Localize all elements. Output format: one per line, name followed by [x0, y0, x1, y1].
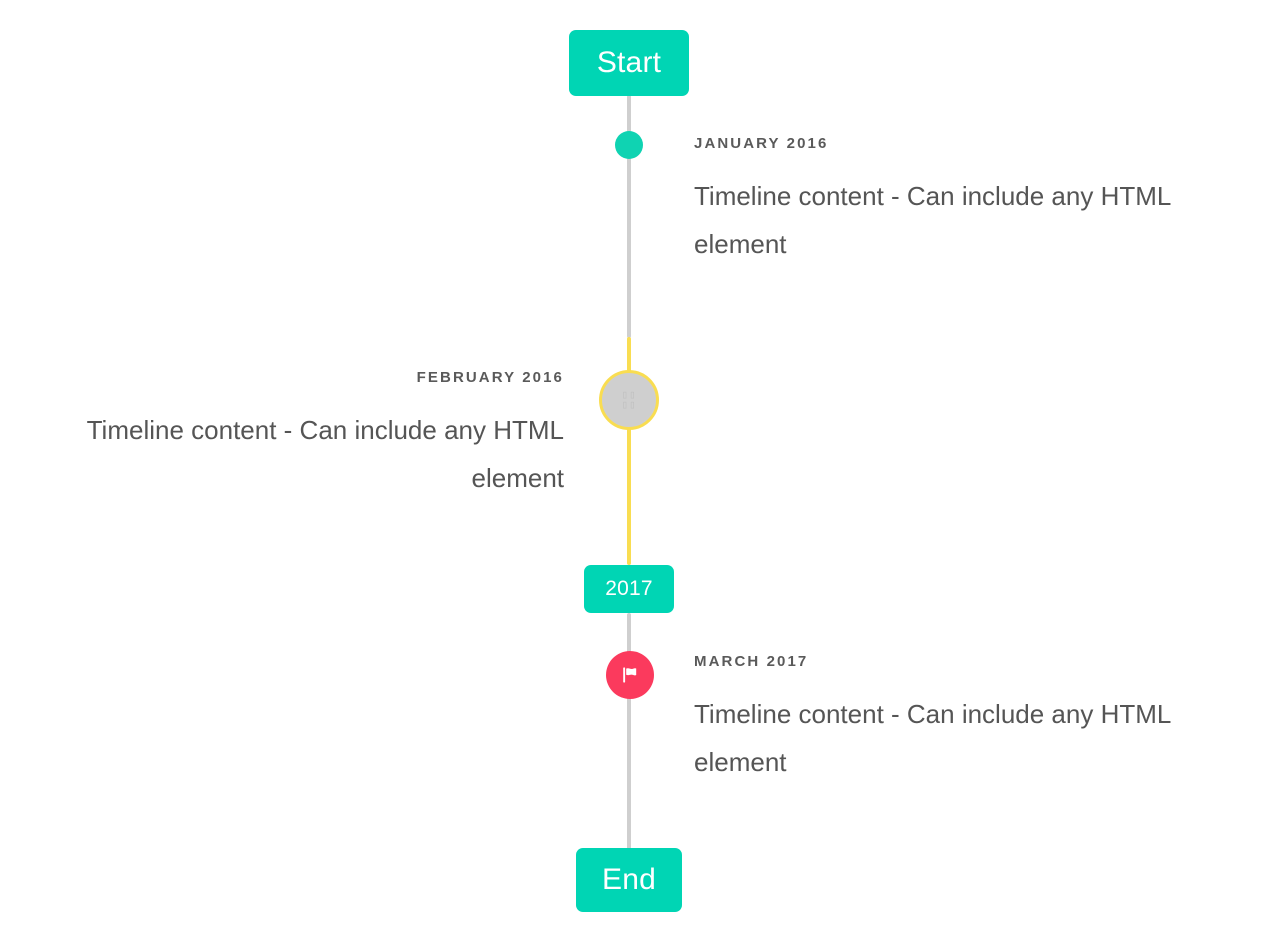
timeline-year-label: 2017 — [605, 577, 653, 600]
timeline-axis-segment-bottom — [627, 613, 631, 851]
timeline-start-label: Start — [596, 46, 662, 79]
entry-body: Timeline content - Can include any HTML … — [86, 415, 564, 493]
entry-body: Timeline content - Can include any HTML … — [694, 181, 1171, 259]
timeline-entry-march-2017: MARCH 2017 Timeline content - Can includ… — [694, 652, 1234, 786]
timeline-start-badge[interactable]: Start — [569, 30, 689, 96]
flag-icon — [619, 664, 641, 686]
timeline-marker-january-2016[interactable] — [615, 131, 643, 159]
entry-body: Timeline content - Can include any HTML … — [694, 699, 1171, 777]
timeline-entry-january-2016: JANUARY 2016 Timeline content - Can incl… — [694, 134, 1234, 268]
missing-glyph-icon: ▯▯ ▯▯ — [621, 388, 637, 411]
entry-label: JANUARY 2016 — [694, 135, 829, 152]
entry-label: FEBRUARY 2016 — [416, 369, 564, 386]
timeline-marker-march-2017[interactable] — [606, 651, 654, 699]
timeline-axis-segment-highlight — [627, 337, 631, 565]
timeline-year-badge[interactable]: 2017 — [584, 565, 674, 613]
timeline-axis-segment-top — [627, 95, 631, 338]
timeline-marker-february-2016[interactable]: ▯▯ ▯▯ — [599, 370, 659, 430]
entry-label: MARCH 2017 — [694, 653, 809, 670]
timeline-end-label: End — [602, 863, 656, 896]
timeline-end-badge[interactable]: End — [576, 848, 682, 912]
timeline-entry-february-2016: FEBRUARY 2016 Timeline content - Can inc… — [34, 368, 564, 502]
